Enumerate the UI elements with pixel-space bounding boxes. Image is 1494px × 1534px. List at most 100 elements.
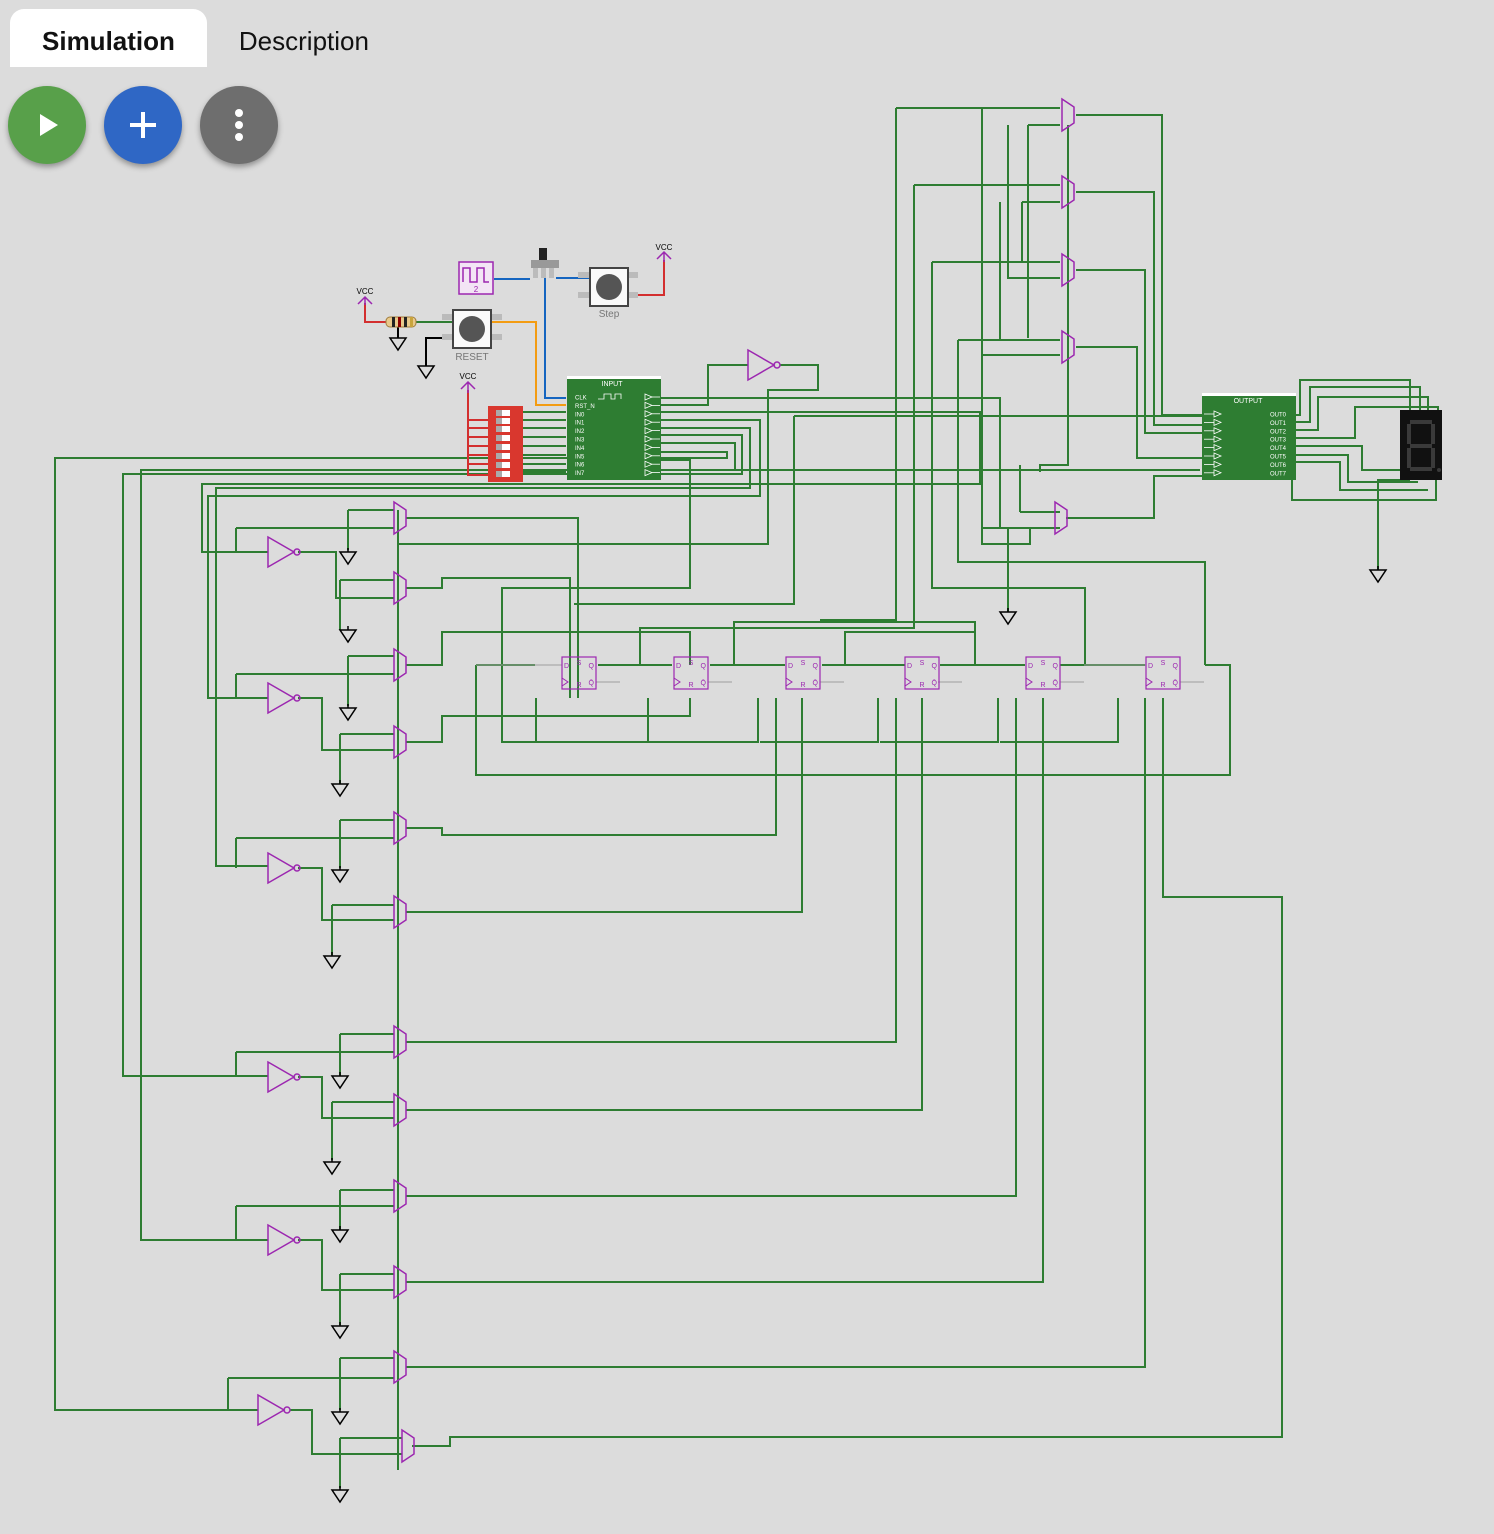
flip-flop-pin-r: R	[919, 682, 924, 689]
flip-flop-pin-s: S	[1161, 660, 1166, 667]
multiplexer[interactable]	[393, 1178, 407, 1214]
flip-flop-pin-q: Q	[813, 663, 819, 670]
multiplexer[interactable]	[393, 647, 407, 683]
pin-arrow-icon	[644, 443, 654, 452]
multiplexer[interactable]	[1054, 500, 1068, 536]
multiplexer[interactable]	[393, 894, 407, 930]
ground-icon	[330, 866, 350, 884]
not-gate[interactable]	[267, 535, 301, 569]
pin-arrow-icon	[644, 460, 654, 468]
ground-icon	[338, 626, 358, 644]
flip-flop-pin-s: S	[920, 660, 925, 667]
flip-flop-pin-r: R	[1160, 682, 1165, 689]
input-pin-label: IN2	[575, 429, 585, 435]
add-component-button[interactable]	[104, 86, 182, 164]
input-pin-label: IN1	[575, 421, 585, 427]
multiplexer[interactable]	[393, 570, 407, 606]
flip-flop-pin-d: D	[907, 663, 912, 670]
multiplexer[interactable]	[393, 1264, 407, 1300]
ground-icon	[416, 362, 436, 380]
flip-flop-pin-qn: Q̄	[932, 679, 938, 687]
flip-flop-pin-qn: Q̄	[1053, 679, 1059, 687]
vcc-symbol: VCC	[656, 243, 673, 262]
flip-flop-pin-d: D	[1148, 663, 1153, 670]
play-icon	[40, 114, 58, 136]
multiplexer[interactable]	[393, 500, 407, 536]
tab-description[interactable]: Description	[238, 26, 369, 56]
play-button[interactable]	[8, 86, 86, 164]
resistor[interactable]	[385, 316, 417, 328]
ground-icon	[330, 1486, 350, 1504]
flip-flop-pin-q: Q	[1173, 663, 1179, 670]
not-gate[interactable]	[267, 1060, 301, 1094]
flip-flop-pin-qn: Q̄	[589, 679, 595, 687]
multiplexer[interactable]	[1061, 329, 1075, 365]
flip-flop-pin-s: S	[577, 660, 582, 667]
multiplexers	[393, 97, 1075, 1464]
flip-flop-pin-q: Q	[589, 663, 595, 670]
step-label: Step	[599, 309, 620, 320]
output-pin-label: OUT5	[1270, 455, 1287, 461]
flip-flop-pin-d: D	[1028, 663, 1033, 670]
step-button[interactable]: Step	[578, 267, 638, 320]
vcc-symbol: VCC	[460, 372, 477, 393]
multiplexer[interactable]	[393, 724, 407, 760]
clock-frequency-label: 2	[474, 285, 479, 294]
multiplexer[interactable]	[1061, 174, 1075, 210]
dip-switch[interactable]	[488, 406, 523, 482]
not-gate[interactable]	[747, 348, 781, 382]
flip-flop-pin-qn: Q̄	[701, 679, 707, 687]
more-options-button[interactable]	[200, 86, 278, 164]
seven-segment-display	[1400, 410, 1442, 480]
ground-icon	[330, 780, 350, 798]
pin-arrow-icon	[644, 418, 654, 426]
output-pin-label: OUT6	[1270, 463, 1287, 469]
multiplexer[interactable]	[393, 810, 407, 846]
pin-arrow-icon	[644, 401, 654, 410]
not-gate[interactable]	[267, 1223, 301, 1257]
input-pin-label: IN0	[575, 412, 585, 418]
ground-icon	[330, 1226, 350, 1244]
reset-button[interactable]: RESET	[442, 309, 502, 363]
flip-flop-pin-q: Q	[932, 663, 938, 670]
pin-arrow-icon	[644, 410, 654, 418]
input-pin-label: IN4	[575, 446, 585, 452]
mode-switch[interactable]	[531, 248, 559, 278]
reset-label: RESET	[455, 352, 488, 363]
multiplexer[interactable]	[393, 1092, 407, 1128]
ground-icon	[338, 548, 358, 566]
flip-flop-pin-r: R	[688, 682, 693, 689]
ground-icon	[330, 1322, 350, 1340]
flip-flop-pin-s: S	[801, 660, 806, 667]
tab-bar: Simulation Description	[10, 9, 401, 67]
multiplexer[interactable]	[393, 1024, 407, 1060]
pin-arrow-icon	[644, 393, 654, 401]
multiplexer[interactable]	[393, 1349, 407, 1385]
multiplexer[interactable]	[1061, 97, 1075, 133]
wires	[54, 107, 1439, 1488]
svg-text:VCC: VCC	[656, 243, 673, 252]
flip-flop-pin-s: S	[689, 660, 694, 667]
clock-generator[interactable]: 2	[458, 261, 494, 295]
multiplexer[interactable]	[401, 1428, 415, 1464]
input-module-title: INPUT	[602, 381, 624, 388]
tab-simulation[interactable]: Simulation	[10, 9, 207, 67]
inverters	[257, 348, 781, 1427]
not-gate[interactable]	[267, 681, 301, 715]
output-pin-label: OUT0	[1270, 413, 1287, 419]
not-gate[interactable]	[257, 1393, 291, 1427]
not-gate[interactable]	[267, 851, 301, 885]
flip-flop-pin-s: S	[1041, 660, 1046, 667]
more-vertical-icon	[235, 109, 243, 141]
multiplexer[interactable]	[1061, 252, 1075, 288]
svg-text:VCC: VCC	[460, 372, 477, 381]
